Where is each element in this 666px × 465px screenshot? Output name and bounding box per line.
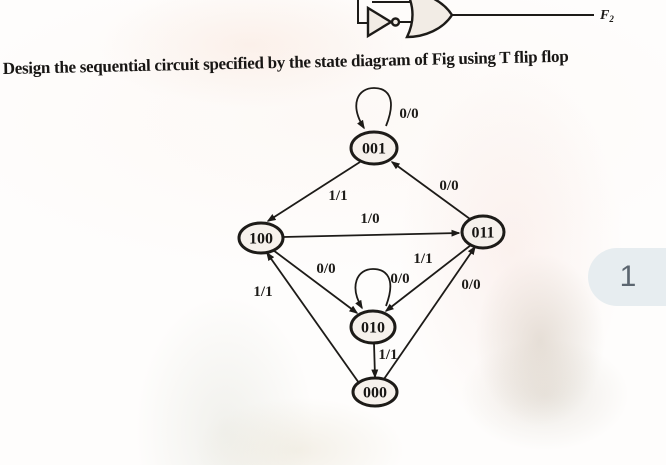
or-gate-icon — [405, 0, 454, 39]
state-label: 001 — [362, 141, 386, 158]
state-node-010: 010 — [349, 309, 397, 345]
page-number-badge: 1 — [588, 248, 666, 306]
output-signal-label: F2 — [599, 8, 614, 24]
state-node-100: 100 — [237, 221, 285, 255]
transition-arrow-000-100 — [266, 251, 360, 384]
state-label: 010 — [361, 320, 385, 337]
state-node-011: 011 — [460, 214, 506, 250]
self-loop-010 — [354, 268, 392, 310]
transition-arrow-011-001 — [390, 161, 471, 220]
transition-label: 0/0 — [461, 277, 480, 293]
transition-label: 1/1 — [413, 251, 432, 267]
transition-label: 0/0 — [439, 178, 458, 194]
state-diagram: 0/0 1/1 0/0 1/0 0/0 0/0 1/1 0/0 1/1 1/1 … — [237, 87, 506, 408]
state-label: 000 — [363, 385, 387, 402]
transition-label: 1/1 — [378, 347, 397, 363]
transition-label: 1/0 — [360, 211, 379, 227]
inverter-bubble-icon — [390, 17, 401, 27]
transition-arrow-010-000 — [371, 342, 379, 379]
transition-arrow-011-010 — [384, 244, 472, 312]
transition-arrow-001-100 — [266, 161, 361, 222]
page-number: 1 — [619, 260, 637, 293]
state-node-001: 001 — [349, 130, 399, 166]
upper-input-wire — [372, 1, 414, 8]
transition-label: 0/0 — [390, 271, 409, 287]
transition-label: 1/1 — [328, 188, 347, 204]
transition-arrow-100-010 — [272, 249, 359, 314]
input-wire — [357, 0, 368, 24]
self-loop-001 — [355, 87, 392, 130]
state-node-000: 000 — [351, 376, 399, 408]
circuit-fragment: F2 — [357, 0, 614, 39]
transition-label: 0/0 — [316, 261, 335, 277]
not-gate-icon — [366, 5, 394, 39]
transition-label: 1/1 — [253, 284, 272, 300]
transition-arrow-000-011 — [383, 245, 476, 380]
transition-label: 0/0 — [399, 106, 418, 122]
state-label: 100 — [249, 231, 273, 248]
state-label: 011 — [471, 225, 494, 242]
transition-arrow-100-011 — [282, 229, 461, 238]
